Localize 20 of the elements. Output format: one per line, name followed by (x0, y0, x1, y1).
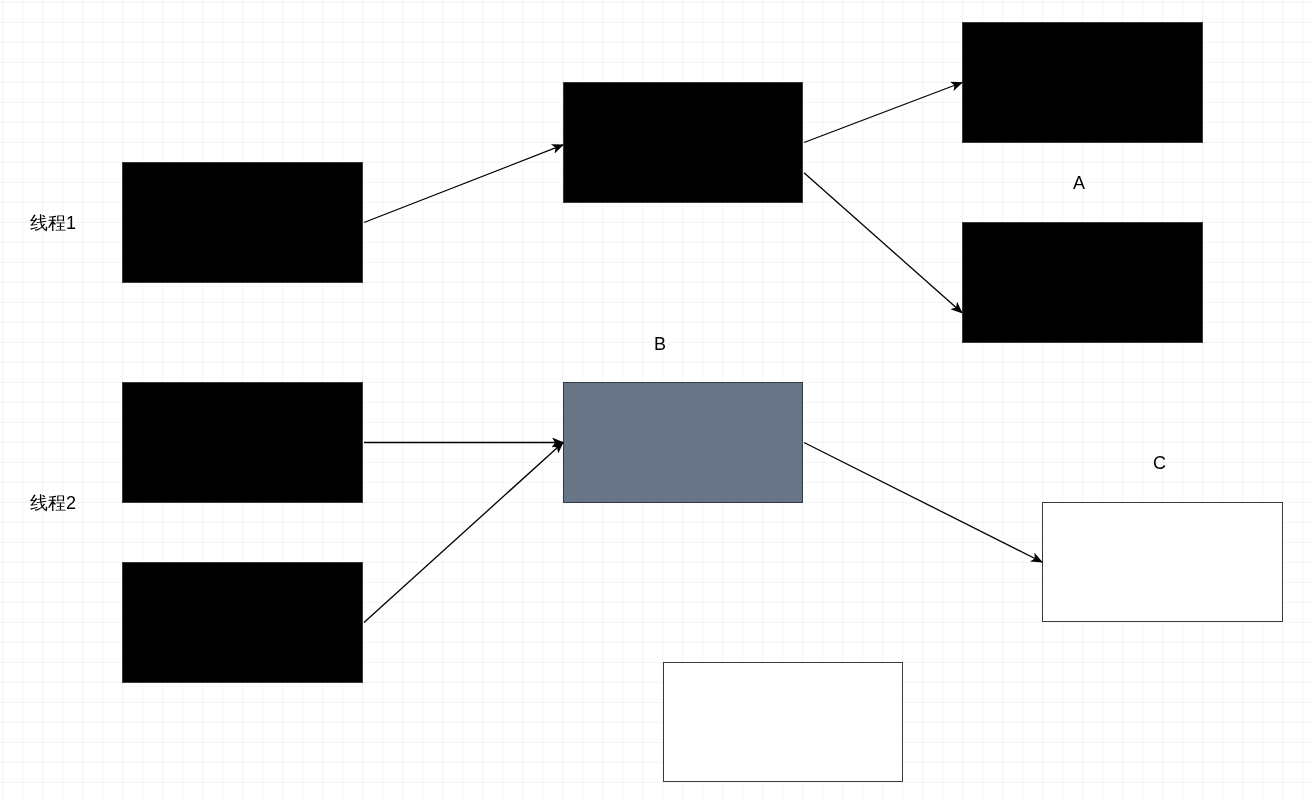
text-label: B (654, 333, 666, 356)
filled-box (563, 82, 803, 203)
highlighted-box (563, 382, 803, 503)
arrow (803, 172, 963, 314)
arrow (363, 437, 564, 448)
text-label: 线程1 (30, 212, 76, 235)
arrow (803, 441, 1043, 563)
filled-box (122, 382, 363, 503)
filled-box (122, 562, 363, 683)
filled-box (122, 162, 363, 283)
filled-box (962, 22, 1203, 143)
text-label: 线程2 (30, 492, 76, 515)
arrow (803, 81, 963, 144)
arrow (363, 441, 564, 624)
empty-box (1042, 502, 1283, 622)
arrow (363, 144, 564, 224)
text-label: C (1153, 452, 1166, 475)
filled-box (962, 222, 1203, 343)
empty-box (663, 662, 903, 782)
text-label: A (1073, 172, 1085, 195)
